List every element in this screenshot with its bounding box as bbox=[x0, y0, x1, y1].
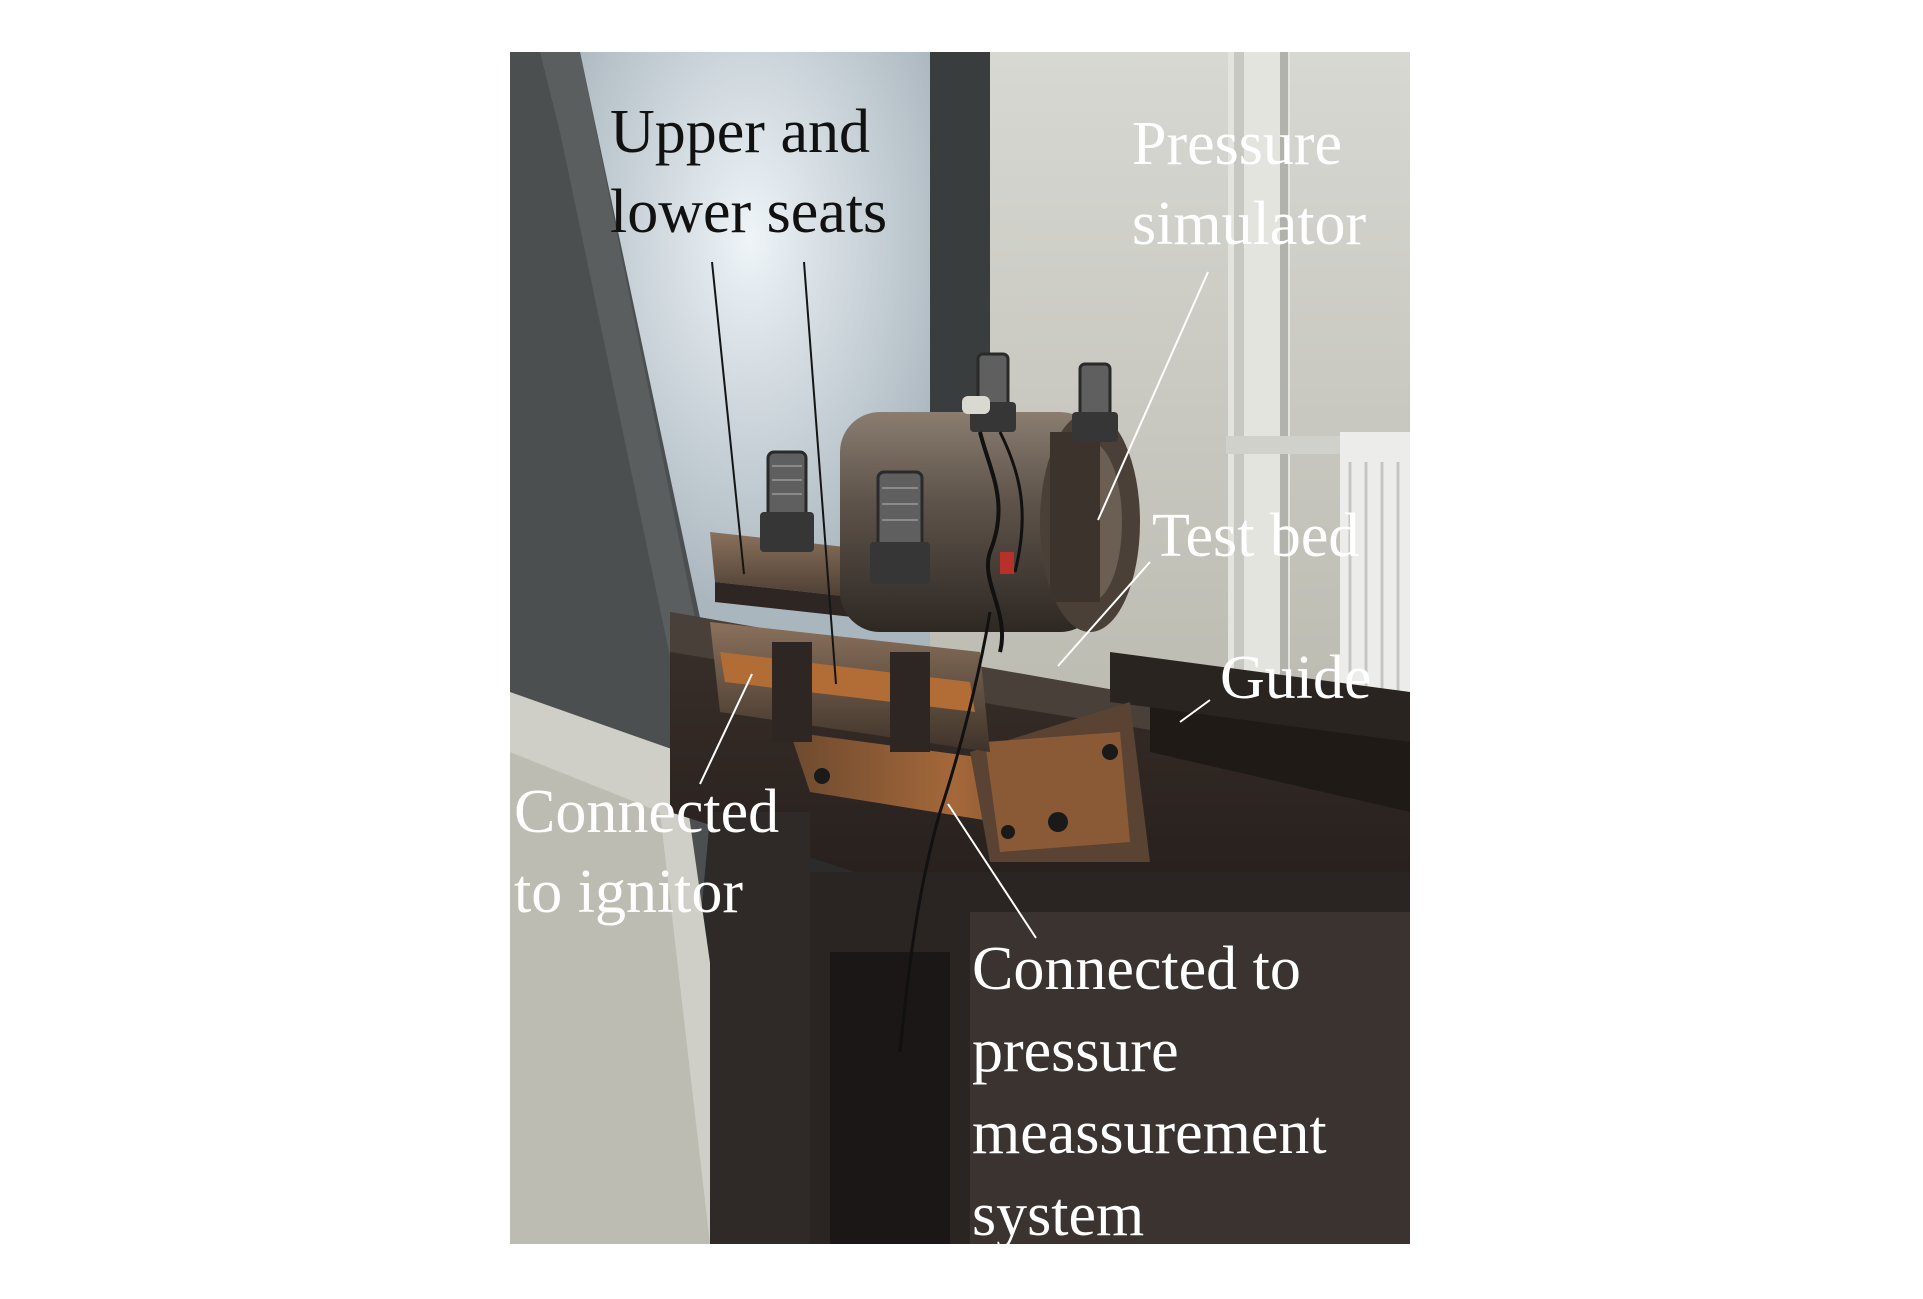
label-pressure-measurement-system: Connected to pressure meassurement syste… bbox=[972, 928, 1327, 1256]
label-pressure-line-2: pressure bbox=[972, 1017, 1179, 1085]
label-ignitor-line-2: to ignitor bbox=[514, 858, 744, 926]
leader-line-seats-2 bbox=[803, 261, 837, 685]
leader-line-simulator bbox=[1097, 271, 1209, 521]
leader-line-ignitor bbox=[699, 673, 753, 785]
label-test-bed: Test bed bbox=[1152, 496, 1359, 576]
label-connected-to-ignitor: Connected to ignitor bbox=[514, 772, 779, 932]
test-rig-photo-drawing bbox=[510, 52, 1410, 1244]
label-simulator-line-1: Pressure bbox=[1132, 110, 1343, 178]
label-seats-line-1: Upper and bbox=[610, 98, 870, 166]
label-seats-line-2: lower seats bbox=[610, 178, 888, 246]
label-ignitor-line-1: Connected bbox=[514, 778, 780, 846]
label-test-bed-line-1: Test bed bbox=[1152, 502, 1360, 570]
label-pressure-line-3: meassurement bbox=[972, 1099, 1327, 1167]
label-simulator-line-2: simulator bbox=[1132, 190, 1367, 258]
leader-line-pressure bbox=[947, 803, 1037, 939]
leader-line-test-bed bbox=[1057, 561, 1151, 667]
label-pressure-line-4: system bbox=[972, 1181, 1145, 1249]
label-guide: Guide bbox=[1220, 638, 1372, 718]
label-guide-line-1: Guide bbox=[1220, 644, 1372, 712]
label-upper-lower-seats: Upper and lower seats bbox=[610, 92, 887, 252]
leader-line-seats-1 bbox=[711, 261, 745, 575]
test-rig-photo bbox=[510, 52, 1410, 1244]
label-pressure-simulator: Pressure simulator bbox=[1132, 104, 1366, 264]
leader-line-guide bbox=[1179, 699, 1211, 723]
label-pressure-line-1: Connected to bbox=[972, 935, 1301, 1003]
